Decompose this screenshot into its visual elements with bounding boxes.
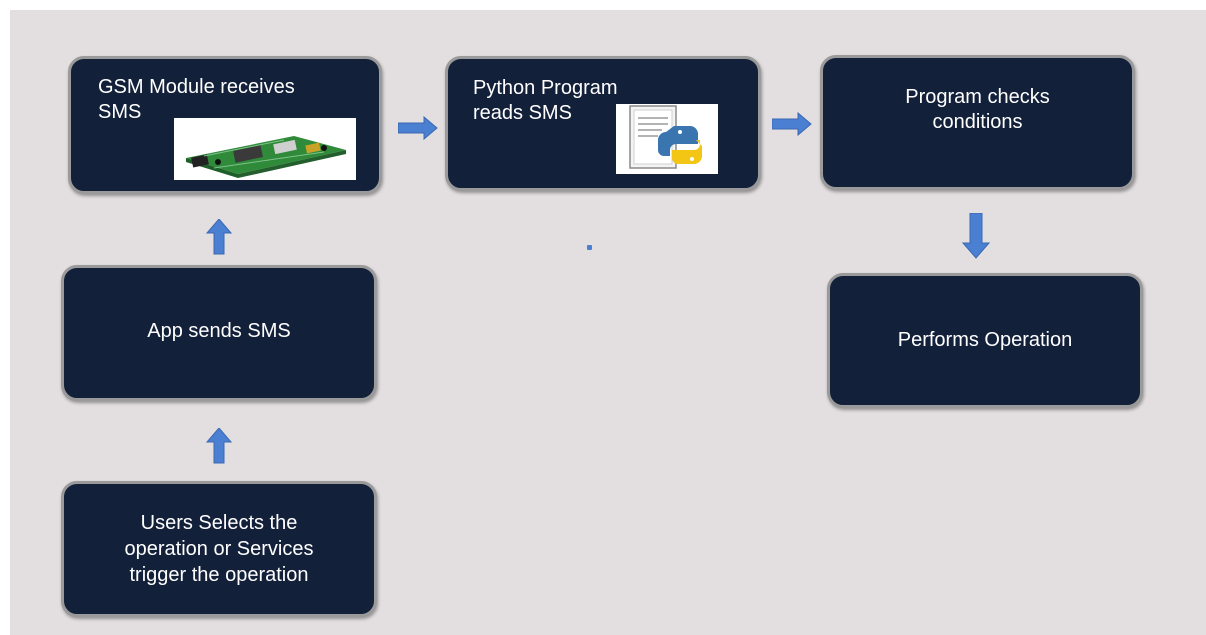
node-python-program-label: Python Program reads SMS [473,77,618,124]
gsm-board-icon [174,118,356,180]
node-program-checks: Program checks conditions [820,55,1135,190]
node-users-selects: Users Selects the operation or Services … [61,481,377,617]
node-program-checks-label: Program checks conditions [905,85,1050,133]
node-app-sends-label: App sends SMS [147,319,291,342]
node-users-selects-label: Users Selects the operation or Services … [124,512,314,586]
arrow-checks-to-performs [962,213,990,259]
arrow-app-to-gsm [206,219,232,255]
arrow-python-to-checks [772,112,812,136]
node-app-sends: App sends SMS [61,265,377,401]
diagram-canvas: GSM Module receives SMS Python Program r… [10,10,1206,635]
arrow-users-to-app [206,428,232,464]
node-python-program: Python Program reads SMS [445,56,761,191]
node-performs-operation-label: Performs Operation [897,329,1073,351]
stray-marker [587,245,592,250]
node-performs-operation: Performs Operation [827,273,1143,408]
arrow-gsm-to-python [398,116,438,140]
python-document-icon [616,104,718,174]
node-gsm-module: GSM Module receives SMS [68,56,382,194]
node-gsm-module-label: GSM Module receives SMS [98,76,295,123]
